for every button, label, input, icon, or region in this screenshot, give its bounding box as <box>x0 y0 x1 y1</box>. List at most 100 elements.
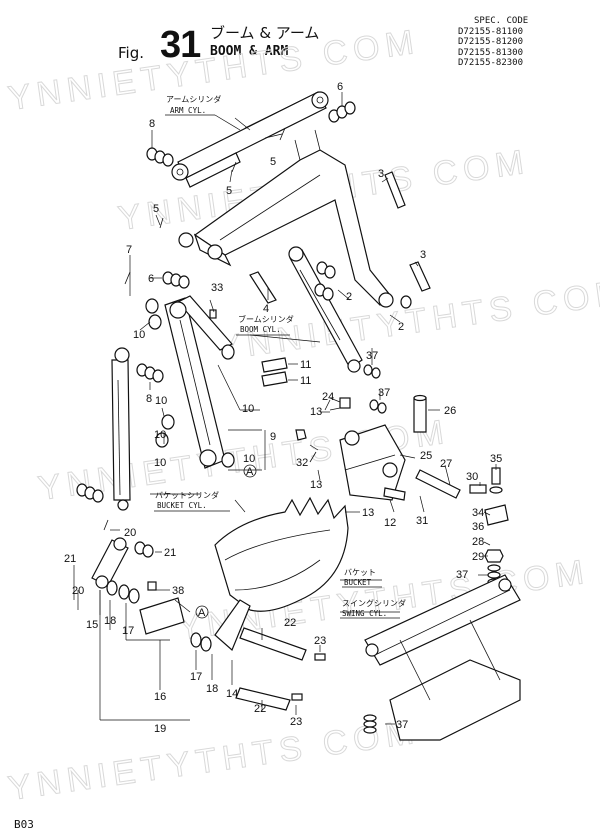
bushing-stack-10 <box>145 298 235 468</box>
callout-16: 16 <box>154 691 166 703</box>
callout-37: 37 <box>396 719 408 731</box>
callout-20: 20 <box>72 585 84 597</box>
bushing-set-lever <box>162 271 190 289</box>
callout-35: 35 <box>490 453 502 465</box>
callout-2: 2 <box>398 321 404 333</box>
callout-19: 19 <box>154 723 166 735</box>
swing-bracket <box>339 424 406 501</box>
callout-3: 3 <box>420 249 426 261</box>
callout-numbers: 6 8 5 5 3 5 7 3 6 4 2 2 33 10 37 11 11 3… <box>64 81 502 735</box>
swing-cyl-label-en: SWING CYL. <box>342 609 387 618</box>
callout-12: 12 <box>384 517 396 529</box>
callout-10: 10 <box>242 403 254 415</box>
callout-37: 37 <box>456 569 468 581</box>
callout-13: 13 <box>310 479 322 491</box>
callout-17: 17 <box>122 625 134 637</box>
boom-cyl-label-en: BOOM CYL. <box>240 325 281 334</box>
boom-cyl-label-jp: ブームシリンダ <box>238 314 294 324</box>
callout-10: 10 <box>154 429 166 441</box>
bushing-row-17-18 <box>106 580 212 652</box>
bushing-set-upper-right <box>328 101 356 123</box>
bushing-set-21 <box>76 483 154 558</box>
callout-8: 8 <box>146 393 152 405</box>
callout-10: 10 <box>133 329 145 341</box>
pin-4 <box>249 271 277 304</box>
page-code: B03 <box>14 818 34 831</box>
callout-32: 32 <box>296 457 308 469</box>
callout-5: 5 <box>226 185 232 197</box>
washer-set-37 <box>363 364 501 734</box>
callout-26: 26 <box>444 405 456 417</box>
bolt-35 <box>489 467 503 494</box>
arm-body <box>178 129 394 308</box>
link-assembly <box>164 295 233 469</box>
callout-21: 21 <box>164 547 176 559</box>
callout-11: 11 <box>300 359 311 371</box>
spec-code-3: D72155-81300 <box>458 47 524 58</box>
bucket-cylinder <box>111 347 131 511</box>
pin-27 <box>415 469 461 499</box>
callout-21: 21 <box>64 553 76 565</box>
callout-34: 34 <box>472 507 484 519</box>
title-english: BOOM & ARM <box>210 44 289 59</box>
watermark-text: YNNIETYTHTS COM <box>6 713 422 808</box>
bushing-set-boom <box>314 261 412 309</box>
callout-25: 25 <box>420 450 432 462</box>
callout-13: 13 <box>362 507 374 519</box>
figure-number: 31 <box>160 24 201 66</box>
bucket-cyl-label-en: BUCKET CYL. <box>157 501 207 510</box>
spec-code-4: D72155-82300 <box>458 58 524 68</box>
leader-lines <box>73 92 497 725</box>
callout-33: 33 <box>211 282 223 294</box>
callout-10: 10 <box>155 395 167 407</box>
spec-code-label: SPEC. CODE <box>474 16 529 26</box>
callout-14: 14 <box>226 688 238 700</box>
bucket <box>214 496 349 612</box>
bucket-cyl-label-jp: バケットシリンダ <box>155 490 219 500</box>
callout-7: 7 <box>126 244 132 256</box>
bucket-link-assembly <box>91 537 251 652</box>
arm-cyl-label-jp: アームシリンダ <box>166 94 221 104</box>
ref-marker-a-lower: A <box>195 605 209 619</box>
callout-23: 23 <box>290 716 302 728</box>
ref-a-label: A <box>198 607 206 619</box>
pin-set-3 <box>384 171 431 292</box>
callout-36: 36 <box>472 521 484 533</box>
callout-23: 23 <box>314 635 326 647</box>
callout-10: 10 <box>154 457 166 469</box>
pin-set-22 <box>235 627 326 711</box>
spec-code-2: D72155-81200 <box>458 37 524 47</box>
callout-18: 18 <box>206 683 218 695</box>
bushing-set-8 <box>136 363 164 383</box>
callout-24: 24 <box>322 391 334 403</box>
callout-17: 17 <box>190 671 202 683</box>
pin-26 <box>413 394 427 433</box>
callout-22: 22 <box>254 703 266 715</box>
small-pins <box>103 127 351 591</box>
title-japanese: ブーム & アーム <box>210 24 320 42</box>
swing-cyl-label-jp: スイングシリンダ <box>342 598 406 608</box>
spec-code-1: D72155-81100 <box>458 26 524 37</box>
figure-label: Fig. <box>118 44 144 62</box>
spec-code-block: SPEC. CODE D72155-81100 D72155-81200 D72… <box>458 16 528 69</box>
swing-cylinder-frame <box>364 574 521 741</box>
callout-29: 29 <box>472 551 484 563</box>
plate-36 <box>484 504 509 526</box>
callout-8: 8 <box>149 118 155 130</box>
callout-4: 4 <box>263 303 269 315</box>
callout-11: 11 <box>300 375 311 387</box>
callout-2: 2 <box>346 291 352 303</box>
callout-22: 22 <box>284 617 296 629</box>
bolt-30 <box>469 484 487 494</box>
callout-6: 6 <box>148 273 154 285</box>
callout-10: 10 <box>243 453 255 465</box>
callout-37: 37 <box>366 350 378 362</box>
callout-13: 13 <box>310 406 322 418</box>
callout-6: 6 <box>337 81 343 93</box>
callout-31: 31 <box>416 515 428 527</box>
callout-27: 27 <box>440 458 452 470</box>
callout-30: 30 <box>466 471 478 483</box>
pin-set-11 <box>261 357 288 387</box>
callout-37: 37 <box>378 387 390 399</box>
